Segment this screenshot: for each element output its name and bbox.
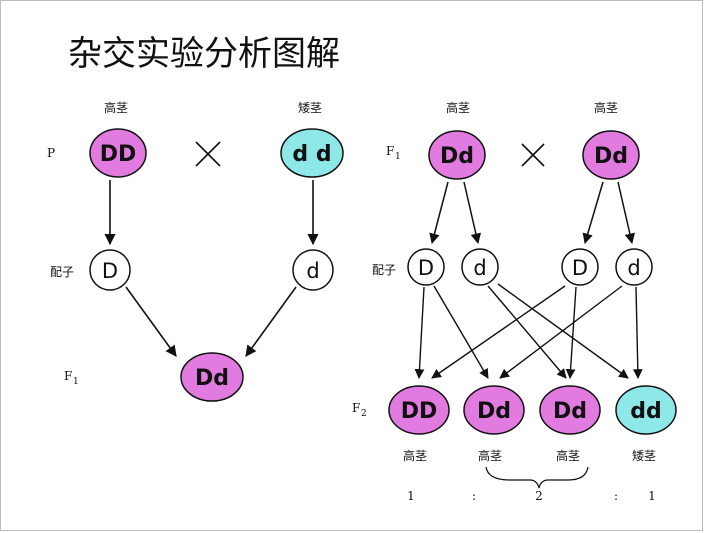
svg-text:1: 1	[73, 377, 79, 387]
svg-text:D: D	[572, 256, 588, 280]
diagram-title: 杂交实验分析图解	[68, 34, 340, 74]
p1-genotype-node: DD	[89, 128, 147, 178]
svg-text:DD: DD	[401, 399, 438, 424]
right-parent2-node: Dd	[582, 130, 640, 180]
ratio-value-1: 1	[407, 489, 415, 503]
f2-offspring-4-trait: 矮茎	[632, 449, 656, 463]
svg-text:d: d	[306, 259, 319, 283]
p1-trait-label: 高茎	[104, 100, 128, 115]
p2-trait-label: 矮茎	[298, 101, 322, 115]
ratio-separator-2: :	[614, 489, 618, 503]
arrow-gamete2-to-f1	[245, 286, 297, 357]
p1-genotype-text: DD	[100, 142, 137, 167]
svg-text:Dd: Dd	[477, 399, 511, 424]
right-parent2-trait-label: 高茎	[594, 100, 618, 115]
arrow-parent2-to-gamete-d	[617, 181, 636, 245]
svg-text:F: F	[64, 369, 72, 383]
f1-genotype-text: Dd	[195, 366, 229, 391]
svg-text:D: D	[418, 256, 434, 280]
fertilization-arrows	[414, 283, 643, 379]
arrow-parent1-to-gamete-D	[429, 181, 449, 245]
svg-text:dd: dd	[630, 399, 662, 424]
svg-text:Dd: Dd	[594, 144, 628, 169]
f2-offspring-1-trait: 高茎	[403, 448, 427, 463]
f2-offspring-3: Dd	[539, 385, 601, 435]
p-generation-label: P	[47, 146, 55, 160]
ratio-value-3: 1	[648, 489, 656, 503]
p2-genotype-text: d d	[292, 142, 331, 167]
p2-genotype-node: d d	[280, 128, 344, 178]
arrow-parent2-to-gamete-D	[582, 181, 604, 245]
right-cross-symbol	[521, 143, 545, 167]
arrow-parent1-to-gamete-d	[463, 181, 482, 245]
f2-offspring-2: Dd	[463, 385, 525, 435]
cross-symbol	[195, 141, 221, 167]
svg-text:d: d	[627, 256, 640, 280]
ratio-separator-1: :	[472, 489, 476, 503]
right-parent1-trait-label: 高茎	[446, 100, 470, 115]
svg-text:F: F	[386, 144, 394, 158]
svg-text:Dd: Dd	[440, 144, 474, 169]
left-gamete-1: D	[89, 249, 131, 291]
right-gamete-3: D	[561, 248, 599, 286]
svg-text:D: D	[102, 259, 118, 283]
left-f1-label: F 1	[64, 369, 79, 387]
svg-text:d: d	[473, 256, 486, 280]
f2-label: F 2	[352, 401, 367, 419]
svg-text:2: 2	[361, 409, 367, 419]
right-gamete-1: D	[407, 248, 445, 286]
right-f1-label: F 1	[386, 144, 401, 162]
ratio-brace	[485, 466, 589, 489]
right-gamete-label: 配子	[372, 263, 396, 277]
svg-text:Dd: Dd	[553, 399, 587, 424]
right-gamete-4: d	[615, 248, 653, 286]
ratio-value-2: 2	[535, 489, 543, 503]
f2-offspring-3-trait: 高茎	[556, 448, 580, 463]
f2-offspring-1: DD	[388, 385, 450, 435]
svg-text:1: 1	[395, 152, 401, 162]
arrow-gamete1-to-f1	[125, 286, 177, 357]
right-parent1-node: Dd	[428, 130, 486, 180]
right-gamete-2: d	[461, 248, 499, 286]
left-gamete-2: d	[292, 249, 334, 291]
f2-offspring-2-trait: 高茎	[478, 448, 502, 463]
left-gamete-label: 配子	[50, 265, 74, 279]
svg-text:F: F	[352, 401, 360, 415]
f2-offspring-4: dd	[615, 385, 677, 435]
f1-genotype-node: Dd	[180, 352, 244, 402]
